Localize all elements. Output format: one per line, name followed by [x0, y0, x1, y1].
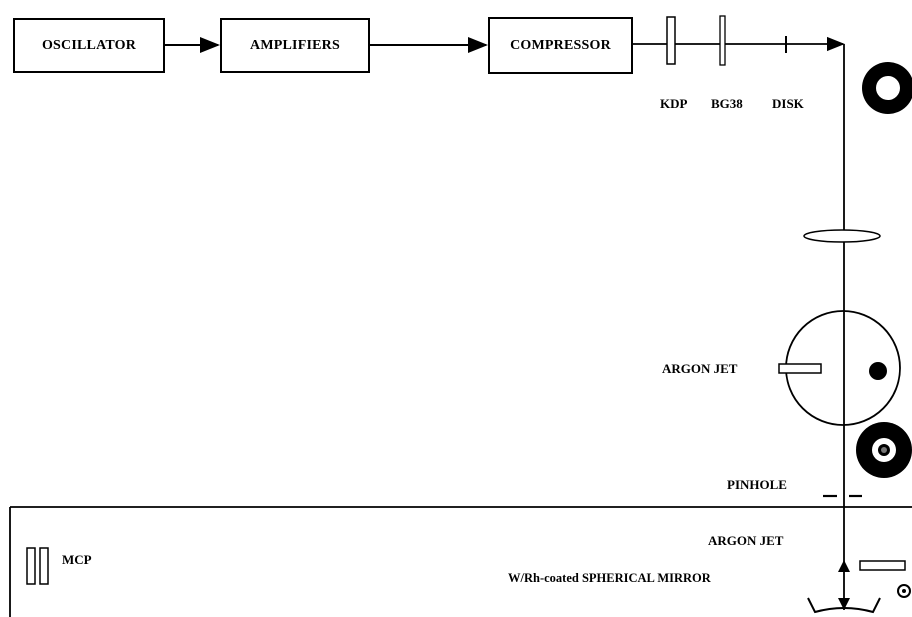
- oscillator-box: OSCILLATOR: [13, 18, 165, 73]
- oscillator-label: OSCILLATOR: [41, 37, 137, 53]
- argon-jet-lower-label: ARGON JET: [708, 533, 784, 548]
- bg38-filter: [719, 15, 726, 66]
- beam-up-arrowhead: [838, 560, 850, 572]
- chamber-dot: [869, 362, 887, 380]
- argon-jet-nozzle-lower: [859, 560, 906, 571]
- bg38-label: BG38: [711, 96, 743, 111]
- kdp-label: KDP: [660, 96, 688, 111]
- spherical-mirror: [807, 597, 881, 614]
- amplifiers-label: AMPLIFIERS: [250, 37, 340, 53]
- mcp-plate-1: [26, 547, 36, 585]
- mirror-label: W/Rh-coated SPHERICAL MIRROR: [508, 571, 711, 585]
- pinhole-label: PINHOLE: [727, 477, 787, 492]
- focusing-lens: [803, 229, 881, 243]
- compressor-label: COMPRESSOR: [510, 37, 611, 53]
- kdp-crystal: [666, 16, 676, 65]
- mcp-label: MCP: [62, 552, 92, 567]
- compressor-box: COMPRESSOR: [488, 17, 633, 74]
- disk-label: DISK: [772, 96, 804, 111]
- mcp-plate-2: [39, 547, 49, 585]
- amplifiers-box: AMPLIFIERS: [220, 18, 370, 73]
- argon-jet-nozzle: [778, 363, 822, 374]
- beam-down-arrowhead: [838, 598, 850, 610]
- argon-jet-upper-label: ARGON JET: [662, 361, 738, 376]
